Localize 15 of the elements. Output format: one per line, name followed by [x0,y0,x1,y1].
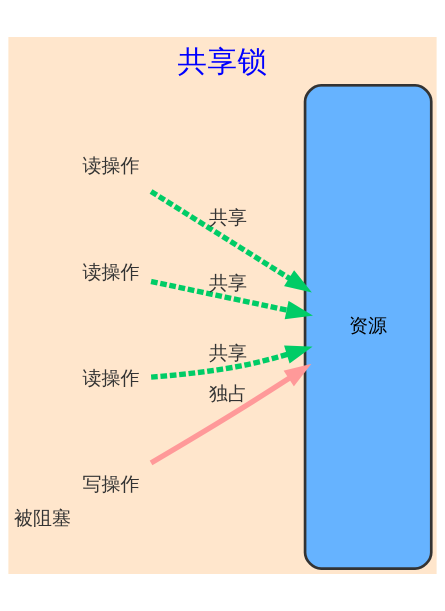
arrow [150,189,312,292]
edge-label: 独占 [208,384,247,405]
arrow [150,364,312,466]
node-text: 读操作 [82,368,140,390]
node-text: 读操作 [82,262,140,284]
node-box: 资源 [304,84,433,570]
arrow [150,346,313,380]
diagram-title: 共享锁 [178,44,268,78]
node-text: 读操作 [82,156,140,178]
edge-label: 共享 [208,343,247,364]
node-label: 被阻塞 [14,508,72,530]
edge-label: 共享 [208,208,247,229]
edge-label: 共享 [208,274,247,295]
node-text: 写操作 [82,474,140,496]
arrow [150,278,313,320]
